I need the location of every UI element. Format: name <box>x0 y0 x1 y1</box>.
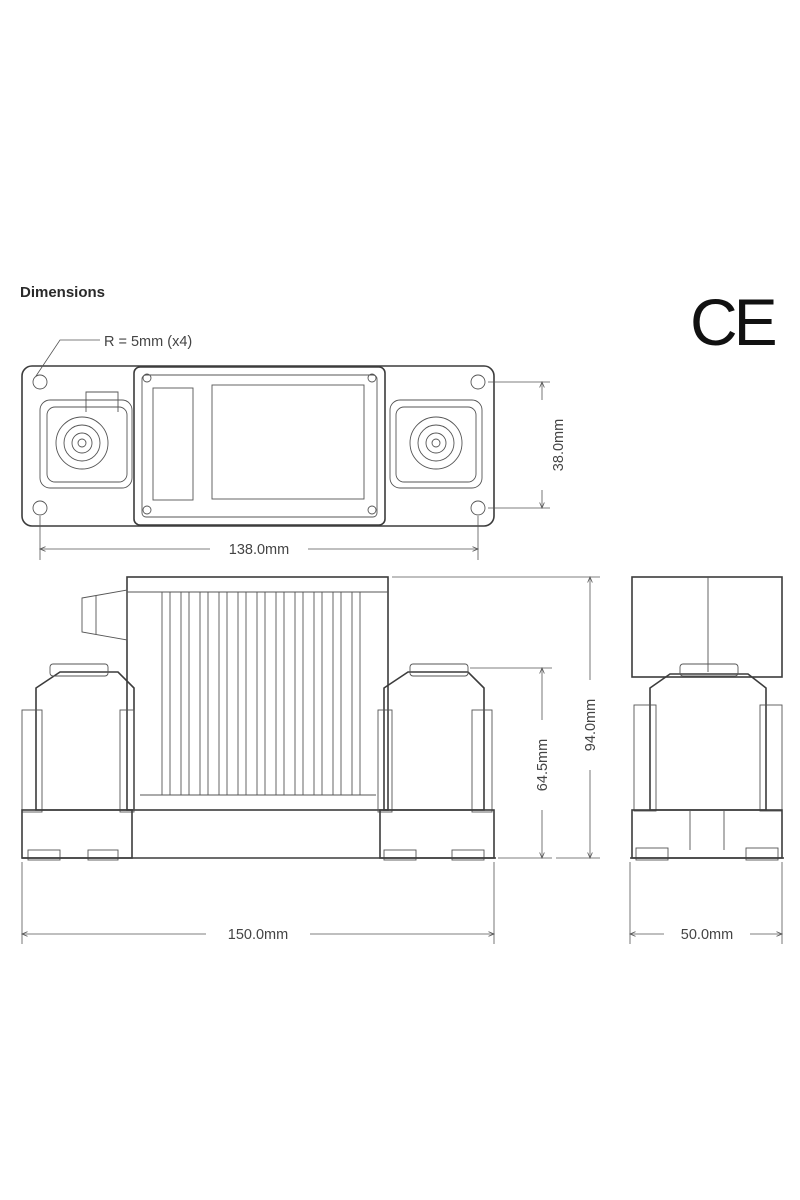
ce-mark: CE <box>690 285 776 359</box>
width-138-label: 138.0mm <box>229 542 289 558</box>
width-150-label: 150.0mm <box>228 927 288 943</box>
terminal-stud <box>55 416 109 470</box>
top-view: R = 5mm (x4) 138.0mm 38.0mm <box>21 334 567 560</box>
mounting-hole <box>32 500 48 516</box>
mounting-hole <box>470 500 486 516</box>
radius-label: R = 5mm (x4) <box>104 334 192 350</box>
side-view: 50.0mm <box>630 576 784 944</box>
height-64-5-label: 64.5mm <box>535 739 551 791</box>
diagram-title: Dimensions <box>20 284 106 301</box>
terminal-stud <box>409 416 463 470</box>
mounting-hole <box>32 374 48 390</box>
mounting-hole <box>470 374 486 390</box>
height-38-label: 38.0mm <box>551 419 567 471</box>
front-view: 150.0mm 64.5mm 94.0mm <box>22 576 600 944</box>
width-50-label: 50.0mm <box>681 927 733 943</box>
height-94-label: 94.0mm <box>583 699 599 751</box>
